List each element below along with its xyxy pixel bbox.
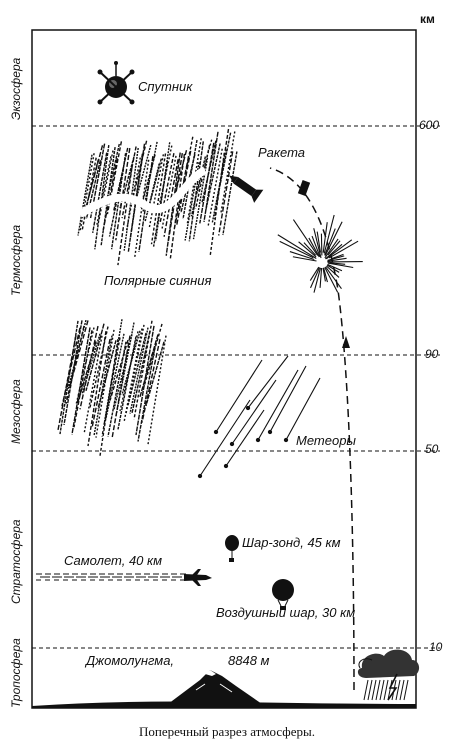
layer-mesosphere: Мезосфера — [10, 379, 22, 444]
label-everest: Джомолунгма, — [86, 654, 174, 668]
rocket-burst — [278, 215, 363, 293]
aurora-upper — [78, 129, 237, 265]
airplane-icon — [184, 569, 212, 586]
altitude-10: 10 — [429, 641, 442, 653]
figure-caption: Поперечный разрез атмосферы. — [0, 724, 454, 740]
rocket-icon — [225, 169, 264, 203]
layer-stratosphere: Стратосфера — [10, 519, 22, 604]
label-satellite: Спутник — [138, 80, 192, 94]
label-everest-height: 8848 м — [228, 654, 269, 668]
satellite-icon — [98, 61, 135, 105]
unit-label: км — [420, 12, 435, 26]
label-balloon: Воздушный шар, 30 км — [216, 606, 355, 620]
mountain-icon — [168, 670, 262, 704]
airplane-contrail — [36, 574, 186, 580]
aurora-lower — [58, 319, 166, 456]
layer-exosphere: Экзосфера — [10, 58, 22, 120]
layer-thermosphere: Термосфера — [10, 225, 22, 296]
rain-lines — [364, 680, 408, 700]
altitude-50: 50 — [425, 443, 438, 455]
label-meteors: Метеоры — [296, 434, 356, 448]
probe-balloon-icon — [225, 535, 239, 562]
altitude-600: 600 — [419, 119, 439, 131]
layer-troposphere: Тропосфера — [10, 638, 22, 708]
storm-cloud-icon — [358, 650, 419, 700]
altitude-90: 90 — [425, 348, 438, 360]
meteor-streaks — [198, 356, 320, 478]
label-plane: Самолет, 40 км — [64, 554, 162, 568]
label-rocket: Ракета — [258, 146, 305, 160]
label-probe: Шар-зонд, 45 км — [242, 536, 341, 550]
label-aurora: Полярные сияния — [104, 274, 211, 288]
